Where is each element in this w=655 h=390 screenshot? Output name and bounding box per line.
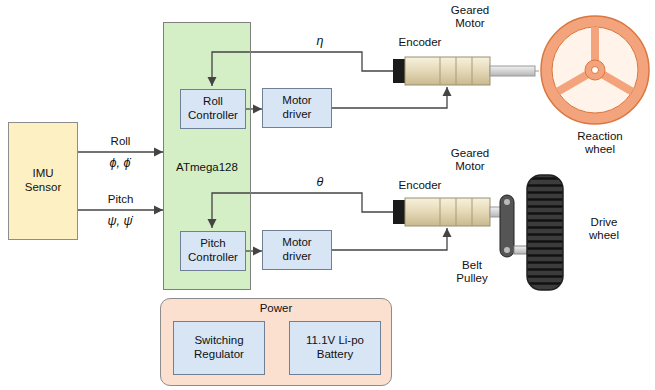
mcu-fill [163,22,251,290]
part-label: Encoder [399,36,442,49]
power-panel: PowerSwitching Regulator 11.1V Li-po Batt… [160,298,392,386]
signal-label: Roll [111,135,131,148]
battery-box: 11.1V Li-po Battery [289,321,381,375]
drive-wire [332,87,447,108]
encoder-wire [212,52,393,86]
box-text: Switching Regulator [178,334,260,362]
mcu-box: ATmega128 Roll ControllerPitch Controller [163,22,251,290]
motor-band [472,198,473,226]
pulley-axle [504,247,510,253]
motor-band [440,57,441,85]
box-text: Roll Controller [185,95,241,123]
encoder-wire [212,193,393,228]
drive-wheel [527,175,563,290]
part-label: Reaction wheel [577,130,622,156]
sensor-box: IMU Sensor [8,122,78,240]
signal-arrow [246,250,262,251]
motor-band [456,57,457,85]
motor-band [440,198,441,226]
signal-name: ψ, ψ̇ [107,214,132,228]
box-text: Motor driver [267,236,327,264]
controller-box: Pitch Controller [180,231,246,271]
motor-band [472,57,473,85]
drive-wire [332,228,447,250]
signal-label: Pitch [108,193,134,206]
controller-box: Roll Controller [180,89,246,129]
part-label: Belt Pulley [456,259,487,285]
box-text: ATmega128 [164,161,250,175]
box-text: Pitch Controller [185,237,241,265]
motor-band [456,198,457,226]
signal-name: θ [317,175,324,189]
part-label: Geared Motor [451,4,489,30]
box-text: Motor driver [267,94,327,122]
driver-box: Motor driver [262,88,332,128]
signal-arrow [78,151,163,152]
reaction-wheel-rim [541,16,649,124]
regulator-box: Switching Regulator [173,321,265,375]
motor-body [405,57,490,85]
signal-name: ϕ, ϕ̇ [110,156,131,170]
wheel-hub [585,60,605,80]
reaction-wheel-inner [552,27,638,113]
pulley-axle [504,199,510,205]
part-label: Encoder [399,179,442,192]
box-text: IMU Sensor [19,167,67,195]
box-text: 11.1V Li-po Battery [294,334,376,362]
encoder-symbol [393,200,405,224]
driver-box: Motor driver [262,230,332,270]
signal-arrow [246,108,262,109]
wheel-axle [592,67,599,74]
motor-shaft [490,66,535,76]
encoder-symbol [393,59,405,83]
wheel-axle [514,246,528,254]
part-label: Geared Motor [451,147,489,173]
belt-pulley [500,195,514,257]
part-label: Drive wheel [589,216,619,242]
signal-arrow [78,209,163,210]
signal-name: η [317,34,324,48]
box-text: Power [161,302,391,316]
motor-body [405,198,490,226]
